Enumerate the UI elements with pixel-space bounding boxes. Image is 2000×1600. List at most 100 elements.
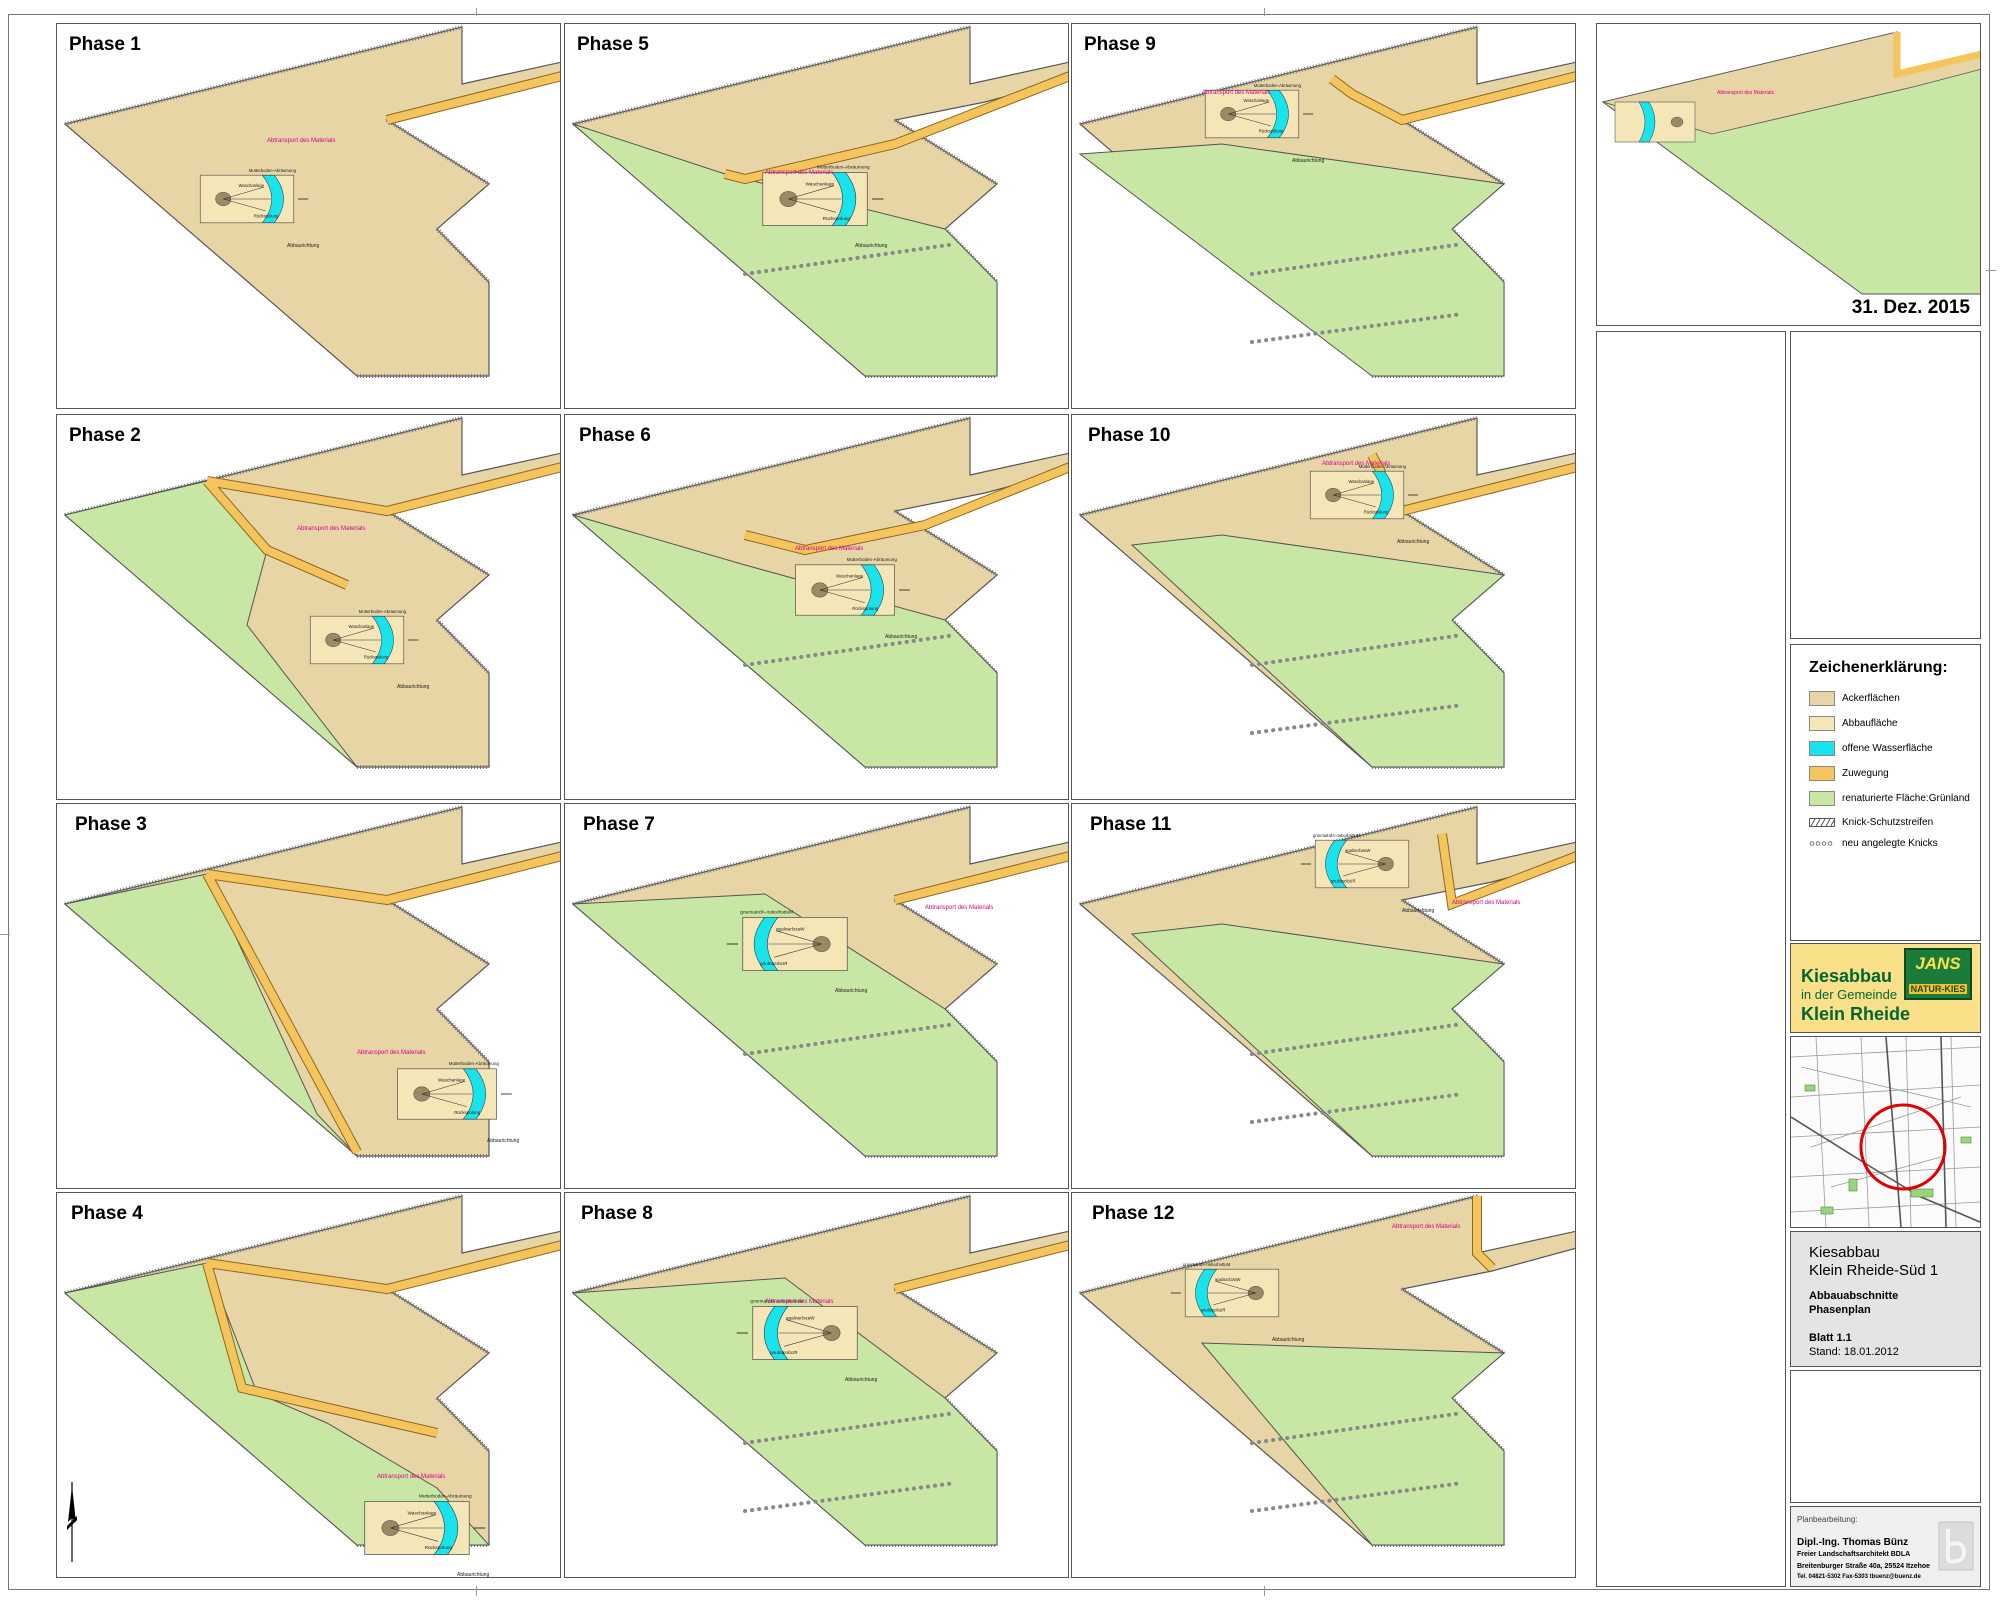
info-subtitle-2: Phasenplan [1809, 1304, 1871, 1316]
excavation-area: WaschanlageRückspülungMutterboden-Abräum… [199, 168, 309, 224]
map-label: Abtransport des Materials [357, 1050, 425, 1056]
planner-role: Freier Landschaftsarchitekt BDLA [1797, 1551, 1911, 1558]
svg-text:Mutterboden-Abräumung: Mutterboden-Abräumung [847, 557, 898, 562]
title-line-2: in der Gemeinde [1801, 987, 1898, 1002]
access-road [744, 463, 1068, 555]
map-label: Abbaurichtung [1272, 1337, 1304, 1343]
phase-map-9: WaschanlageRückspülungMutterboden-Abräum… [1078, 25, 1575, 378]
svg-text:Waschanlage: Waschanlage [239, 183, 265, 188]
fold-mark [476, 1586, 477, 1596]
svg-text:Rückspülung: Rückspülung [1330, 879, 1355, 884]
phase-map-3: WaschanlageRückspülungMutterboden-Abräum… [63, 805, 560, 1158]
restored-grassland [63, 873, 358, 1157]
phase-map-11: WaschanlageRückspülungMutterboden-Abräum… [1078, 805, 1575, 1158]
phase-title-12: Phase 12 [1092, 1203, 1175, 1224]
new-hedge-line [1250, 1481, 1464, 1513]
empty-box-top [1790, 331, 1981, 639]
svg-text:Waschanlage: Waschanlage [349, 624, 375, 629]
excavation-area: WaschanlageRückspülungMutterboden-Abräum… [1170, 1262, 1280, 1318]
svg-text:Waschanlage: Waschanlage [836, 573, 864, 578]
new-hedge-line [1250, 1092, 1464, 1124]
location-map-box [1790, 1036, 1981, 1228]
phase-map-10: WaschanlageRückspülungMutterboden-Abräum… [1078, 416, 1575, 769]
svg-text:Mutterboden-Abräumung: Mutterboden-Abräumung [249, 168, 297, 173]
new-hedge-line [743, 242, 957, 276]
title-block: Kiesabbau in der Gemeinde Klein Rheide J… [1790, 943, 1981, 1033]
map-label: Abtransport des Materials [1452, 900, 1520, 906]
svg-text:Waschanlage: Waschanlage [1244, 98, 1270, 103]
restored-grassland [1130, 534, 1506, 768]
fold-mark [1264, 1586, 1265, 1596]
field-area [63, 26, 560, 377]
phase-map-5: WaschanlageRückspülungMutterboden-Abräum… [571, 25, 1068, 378]
water-surface [763, 1306, 789, 1360]
water-surface [753, 917, 779, 971]
excavation-area: WaschanlageRückspülungMutterboden-Abräum… [726, 910, 848, 971]
legend-item: Abbaufläche [1809, 714, 1898, 732]
final-state-panel: Abtransport des Materials 31. Dez. 2015 [1596, 23, 1981, 326]
info-title-1: Kiesabbau [1809, 1244, 1880, 1261]
access-road [1473, 1196, 1495, 1271]
phase-title-7: Phase 7 [583, 814, 655, 835]
new-hedge-line [743, 1411, 957, 1445]
excavation-area: WaschanlageRückspülungMutterboden-Abräum… [1309, 464, 1419, 520]
protection-strip [64, 1194, 491, 1547]
legend-swatch [1809, 765, 1835, 781]
map-label: Abtransport des Materials [925, 905, 993, 911]
map-label: Abtransport des Materials [1322, 461, 1390, 467]
new-hedge-line [1250, 1022, 1464, 1056]
new-hedge-line [1250, 633, 1464, 667]
phase-map-6: WaschanlageRückspülungMutterboden-Abräum… [571, 416, 1068, 769]
svg-text:Waschanlage: Waschanlage [1349, 479, 1375, 484]
svg-text:Waschanlage: Waschanlage [776, 927, 805, 933]
map-label: Abbaurichtung [835, 988, 867, 994]
title-line-1: Kiesabbau [1801, 966, 1893, 986]
svg-text:Rückspülung: Rückspülung [770, 1350, 798, 1356]
info-title-2: Klein Rheide-Süd 1 [1809, 1262, 1939, 1279]
fold-mark [0, 934, 10, 935]
access-road [1438, 833, 1575, 910]
restored-grassland [571, 1277, 998, 1546]
svg-text:Waschanlage: Waschanlage [438, 1077, 466, 1082]
restored-grassland [63, 480, 358, 768]
info-subtitle-1: Abbauabschnitte [1809, 1290, 1899, 1302]
protection-strip [64, 805, 491, 1158]
restored-grassland [1200, 1342, 1506, 1546]
excavation-area: WaschanlageRückspülungMutterboden-Abräum… [762, 165, 884, 226]
map-label: Abtransport des Materials [795, 546, 863, 552]
svg-text:Waschanlage: Waschanlage [1214, 1277, 1240, 1282]
planner-address: Breitenburger Straße 40a, 25524 Itzehoe [1797, 1563, 1931, 1570]
map-label: Abbaurichtung [397, 684, 429, 690]
protection-strip [572, 25, 999, 378]
phase-title-8: Phase 8 [581, 1203, 653, 1224]
phase-title-5: Phase 5 [577, 34, 649, 55]
map-label: Abtransport des Materials [297, 526, 365, 532]
new-hedge-line [743, 1481, 957, 1513]
location-map [1791, 1037, 1980, 1227]
planner-name: Dipl.-Ing. Thomas Bünz [1797, 1537, 1909, 1548]
water-surface [1325, 839, 1348, 889]
water-surface [860, 564, 884, 616]
svg-text:Mutterboden-Abräumung: Mutterboden-Abräumung [750, 1299, 803, 1305]
phase-title-6: Phase 6 [579, 425, 651, 446]
access-road [894, 852, 1068, 904]
final-state-date: 31. Dez. 2015 [1851, 297, 1970, 318]
legend-item: Ackerflächen [1809, 689, 1900, 707]
svg-text:Mutterboden-Abräumung: Mutterboden-Abräumung [740, 910, 793, 916]
svg-text:Rückspülung: Rückspülung [823, 216, 851, 222]
final-state-map: Abtransport des Materials [1601, 31, 1980, 295]
map-label: Abtransport des Materials [765, 1299, 833, 1305]
legend-title: Zeichenerklärung: [1809, 659, 1948, 676]
logo-subtext: NATUR-KIES [1909, 984, 1967, 994]
excavation-area: WaschanlageRückspülungMutterboden-Abräum… [1300, 833, 1410, 889]
legend-swatch [1809, 790, 1835, 806]
svg-text:Mutterboden-Abräumung: Mutterboden-Abräumung [817, 165, 870, 171]
map-label: Abtransport des Materials [765, 170, 833, 176]
svg-text:Rückspülung: Rückspülung [364, 655, 389, 660]
